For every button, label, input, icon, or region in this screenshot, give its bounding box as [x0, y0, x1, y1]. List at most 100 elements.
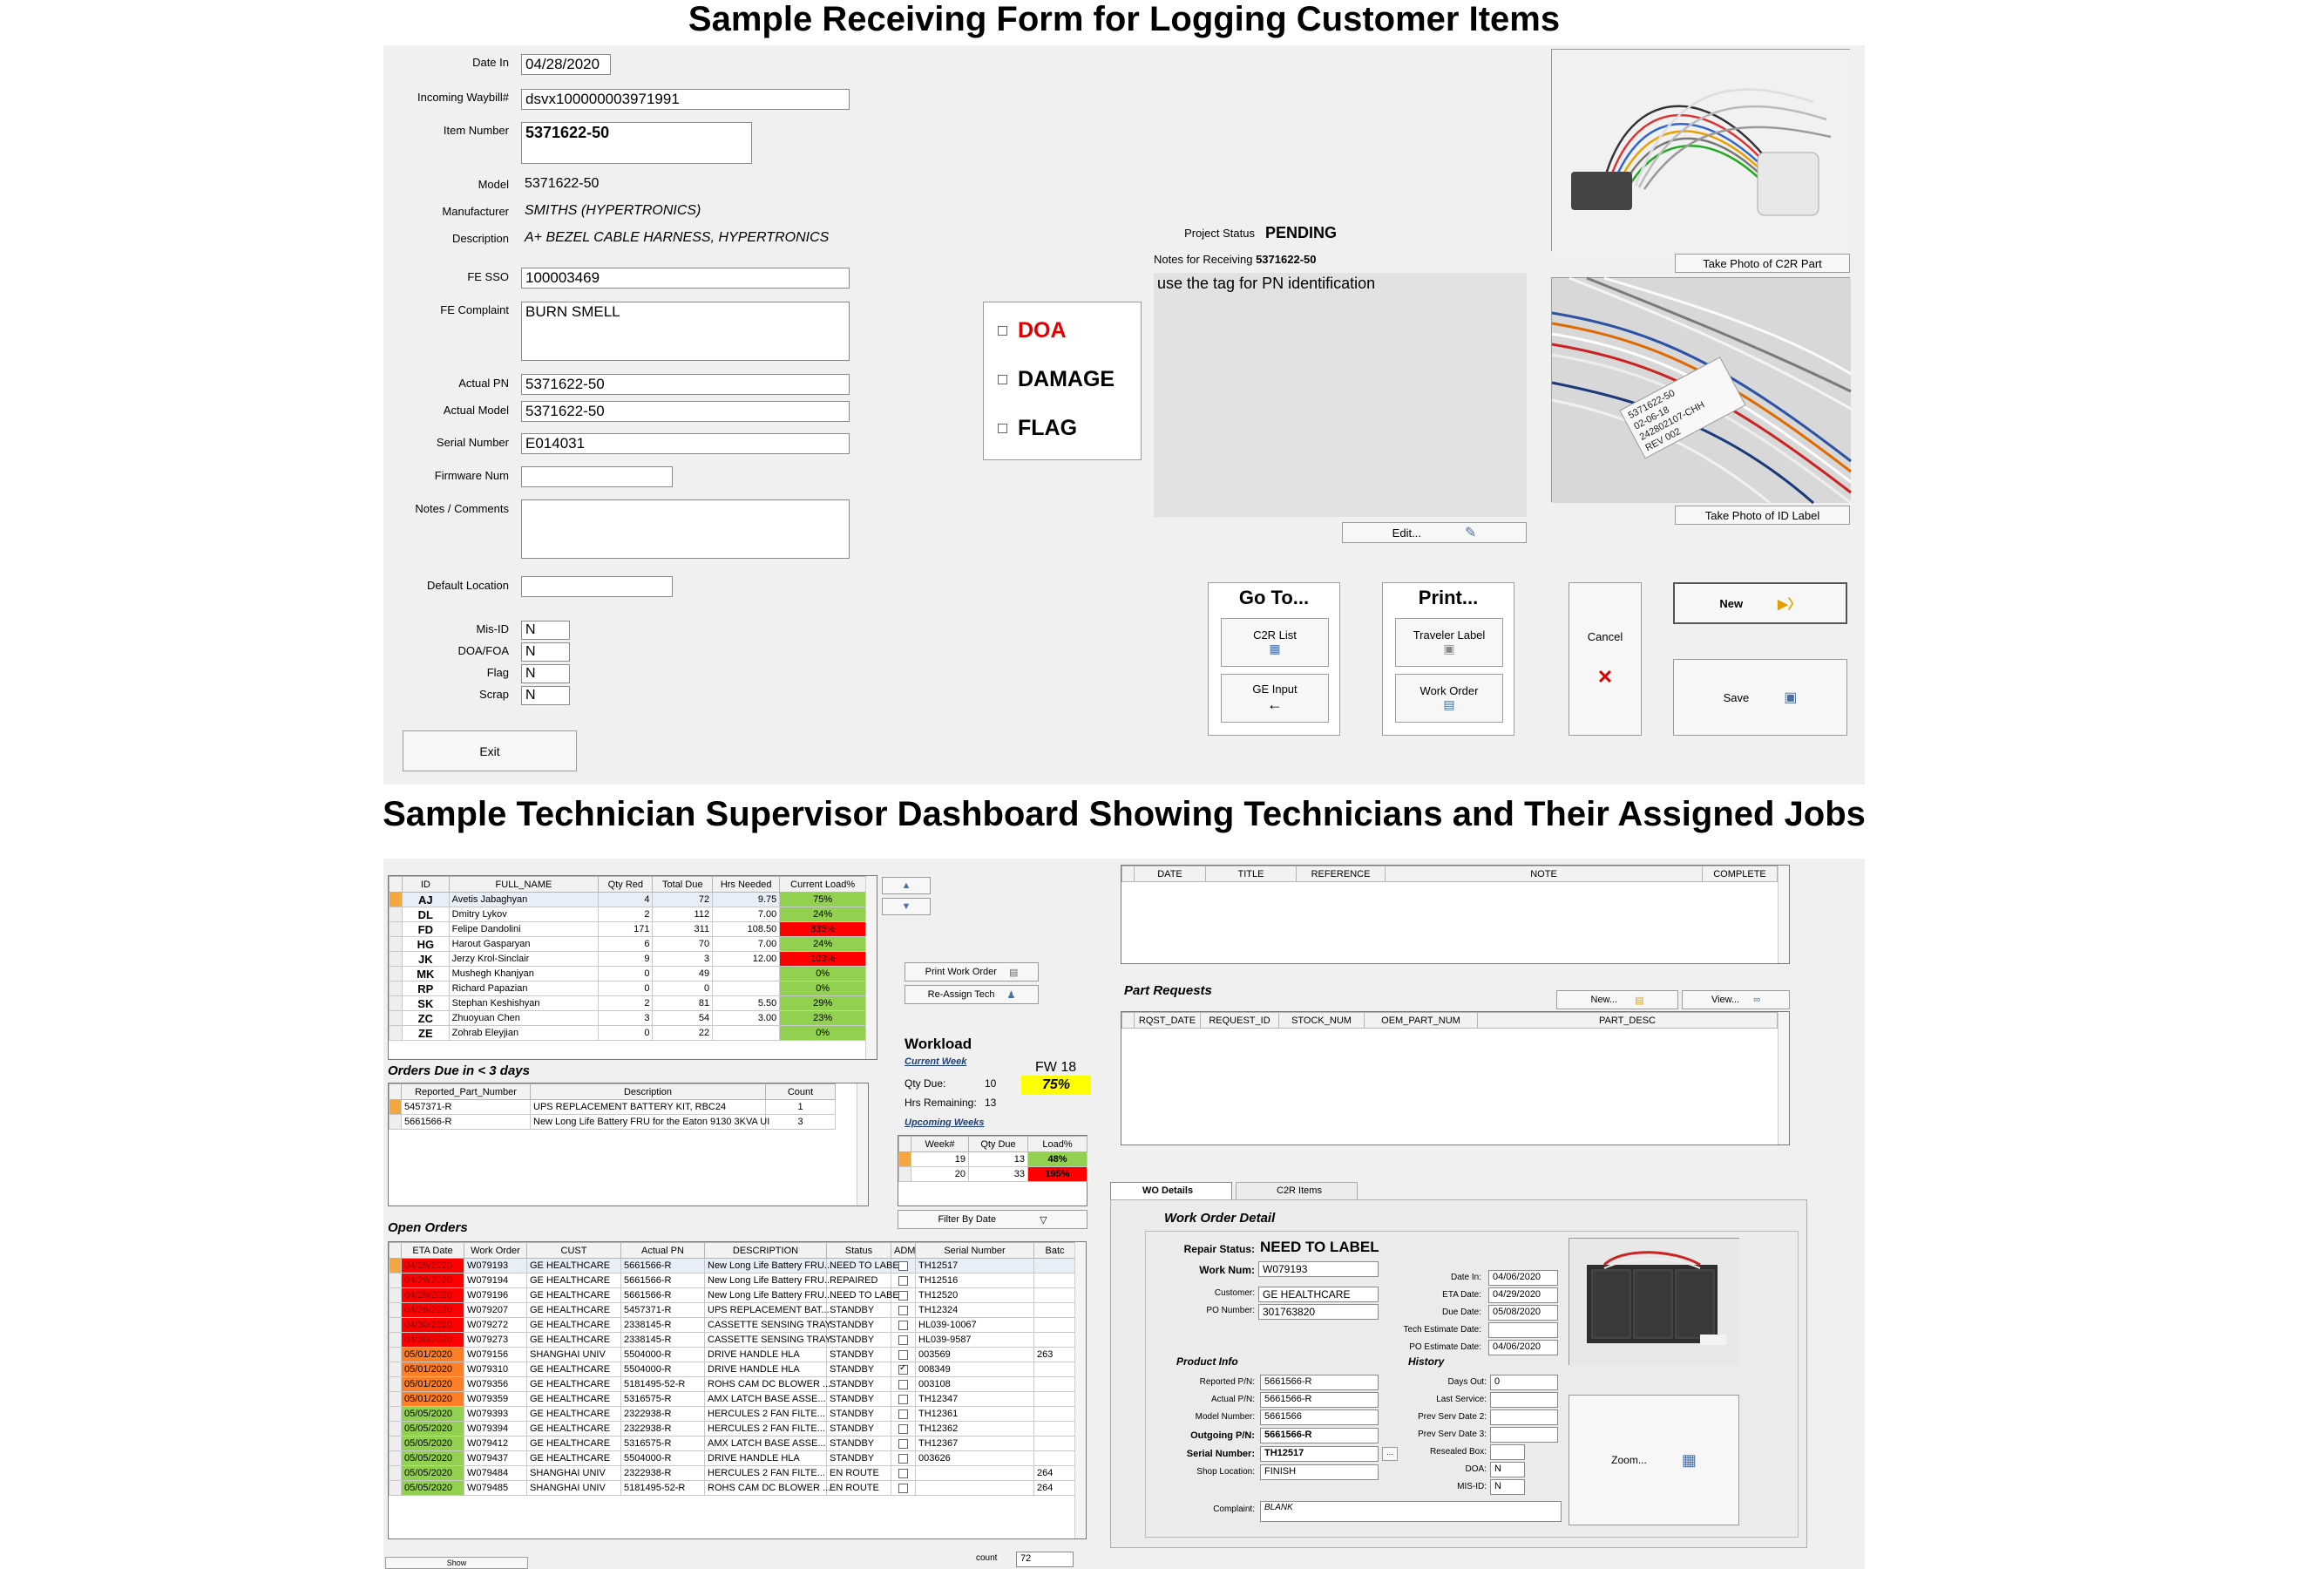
part-request-header-1[interactable]: REQUEST_ID	[1200, 1012, 1279, 1029]
notes-header-3[interactable]: NOTE	[1385, 866, 1703, 882]
row-selector[interactable]	[389, 1406, 402, 1422]
open-adm[interactable]	[891, 1302, 916, 1318]
week-header-0[interactable]: Week#	[911, 1136, 969, 1152]
row-selector[interactable]	[898, 1151, 911, 1167]
orders-due-header-1[interactable]: Description	[530, 1083, 766, 1100]
open-orders-header-1[interactable]: Work Order	[464, 1242, 527, 1259]
open-orders-scrollbar[interactable]	[1074, 1242, 1086, 1538]
adm-checkbox[interactable]	[898, 1438, 908, 1449]
cancel-button[interactable]: Cancel ✕	[1569, 582, 1642, 736]
open-adm[interactable]	[891, 1465, 916, 1481]
orders-due-header-2[interactable]: Count	[765, 1083, 836, 1100]
tech-header-4[interactable]: Hrs Needed	[712, 876, 781, 893]
row-selector[interactable]	[389, 1436, 402, 1451]
exit-button[interactable]: Exit	[403, 730, 577, 771]
week-header-2[interactable]: Load%	[1027, 1136, 1087, 1152]
adm-checkbox[interactable]	[898, 1423, 908, 1434]
default-location-field[interactable]	[521, 576, 673, 597]
open-adm[interactable]	[891, 1317, 916, 1333]
tech-header-5[interactable]: Current Load%	[779, 876, 866, 893]
tab-wo-details[interactable]: WO Details	[1110, 1182, 1232, 1199]
adm-checkbox[interactable]	[898, 1290, 908, 1301]
part-request-header-3[interactable]: OEM_PART_NUM	[1364, 1012, 1478, 1029]
notes-for-receiving-box[interactable]: use the tag for PN identification	[1154, 273, 1527, 517]
flag-checkbox-row[interactable]: FLAG	[998, 416, 1077, 441]
open-adm[interactable]	[891, 1391, 916, 1407]
row-selector[interactable]	[388, 981, 403, 996]
adm-checkbox[interactable]	[898, 1320, 908, 1330]
notes-header-1[interactable]: TITLE	[1205, 866, 1297, 882]
row-selector[interactable]	[389, 1450, 402, 1466]
adm-checkbox[interactable]	[898, 1260, 908, 1271]
serial-lookup-button[interactable]: ⋯	[1382, 1447, 1398, 1461]
open-orders-header-4[interactable]: DESCRIPTION	[704, 1242, 827, 1259]
open-adm[interactable]	[891, 1421, 916, 1437]
row-selector[interactable]	[389, 1273, 402, 1288]
row-selector[interactable]	[389, 1287, 402, 1303]
row-selector[interactable]	[389, 1347, 402, 1362]
work-order-print-button[interactable]: Work Order ▤	[1395, 674, 1503, 723]
view-part-request-button[interactable]: View... ∞	[1682, 990, 1790, 1009]
open-orders-header-7[interactable]: Serial Number	[915, 1242, 1034, 1259]
edit-button[interactable]: Edit... ✎	[1342, 522, 1527, 543]
row-selector[interactable]	[389, 1332, 402, 1348]
zoom-button[interactable]: Zoom... ▦	[1569, 1395, 1739, 1525]
new-button[interactable]: New ▶〉	[1673, 582, 1847, 624]
flag-field[interactable]: N	[521, 664, 570, 683]
row-selector[interactable]	[389, 1302, 402, 1318]
adm-checkbox[interactable]	[898, 1409, 908, 1419]
row-selector[interactable]	[388, 892, 403, 907]
row-selector[interactable]	[388, 936, 403, 952]
tech-table-scrollbar[interactable]	[865, 876, 877, 1059]
notes-header-2[interactable]: REFERENCE	[1296, 866, 1386, 882]
row-selector[interactable]	[389, 1362, 402, 1377]
take-photo-c2r-button[interactable]: Take Photo of C2R Part	[1675, 254, 1850, 273]
serial-number-field[interactable]: E014031	[521, 433, 850, 454]
notes-header-0[interactable]: DATE	[1134, 866, 1206, 882]
flag-checkbox[interactable]	[998, 424, 1007, 433]
row-selector[interactable]	[389, 1465, 402, 1481]
move-up-button[interactable]: ▲	[882, 877, 931, 894]
row-selector[interactable]	[388, 951, 403, 967]
actual-model-field[interactable]: 5371622-50	[521, 401, 850, 422]
show-button[interactable]: Show	[385, 1557, 528, 1569]
doa-checkbox-row[interactable]: DOA	[998, 318, 1067, 343]
adm-checkbox[interactable]	[898, 1394, 908, 1404]
save-button[interactable]: Save ▣	[1673, 659, 1847, 736]
waybill-field[interactable]: dsvx100000003971991	[521, 89, 850, 110]
row-selector[interactable]	[388, 921, 403, 937]
c2r-list-button[interactable]: C2R List ▦	[1221, 618, 1329, 667]
row-selector[interactable]	[388, 1025, 403, 1041]
notes-scrollbar[interactable]	[1778, 866, 1789, 963]
row-selector[interactable]	[388, 966, 403, 981]
adm-checkbox[interactable]	[898, 1483, 908, 1493]
adm-checkbox[interactable]	[898, 1379, 908, 1389]
firmware-field[interactable]	[521, 466, 673, 487]
row-selector[interactable]	[389, 1099, 402, 1115]
tech-header-0[interactable]: ID	[402, 876, 450, 893]
open-orders-header-0[interactable]: ETA Date	[401, 1242, 464, 1259]
row-selector[interactable]	[389, 1391, 402, 1407]
tech-header-1[interactable]: FULL_NAME	[448, 876, 600, 893]
fe-complaint-field[interactable]: BURN SMELL	[521, 302, 850, 361]
adm-checkbox[interactable]	[898, 1363, 908, 1375]
print-work-order-button[interactable]: Print Work Order ▤	[905, 962, 1039, 981]
open-orders-header-3[interactable]: Actual PN	[620, 1242, 705, 1259]
row-selector[interactable]	[389, 1480, 402, 1496]
part-request-header-2[interactable]: STOCK_NUM	[1278, 1012, 1365, 1029]
